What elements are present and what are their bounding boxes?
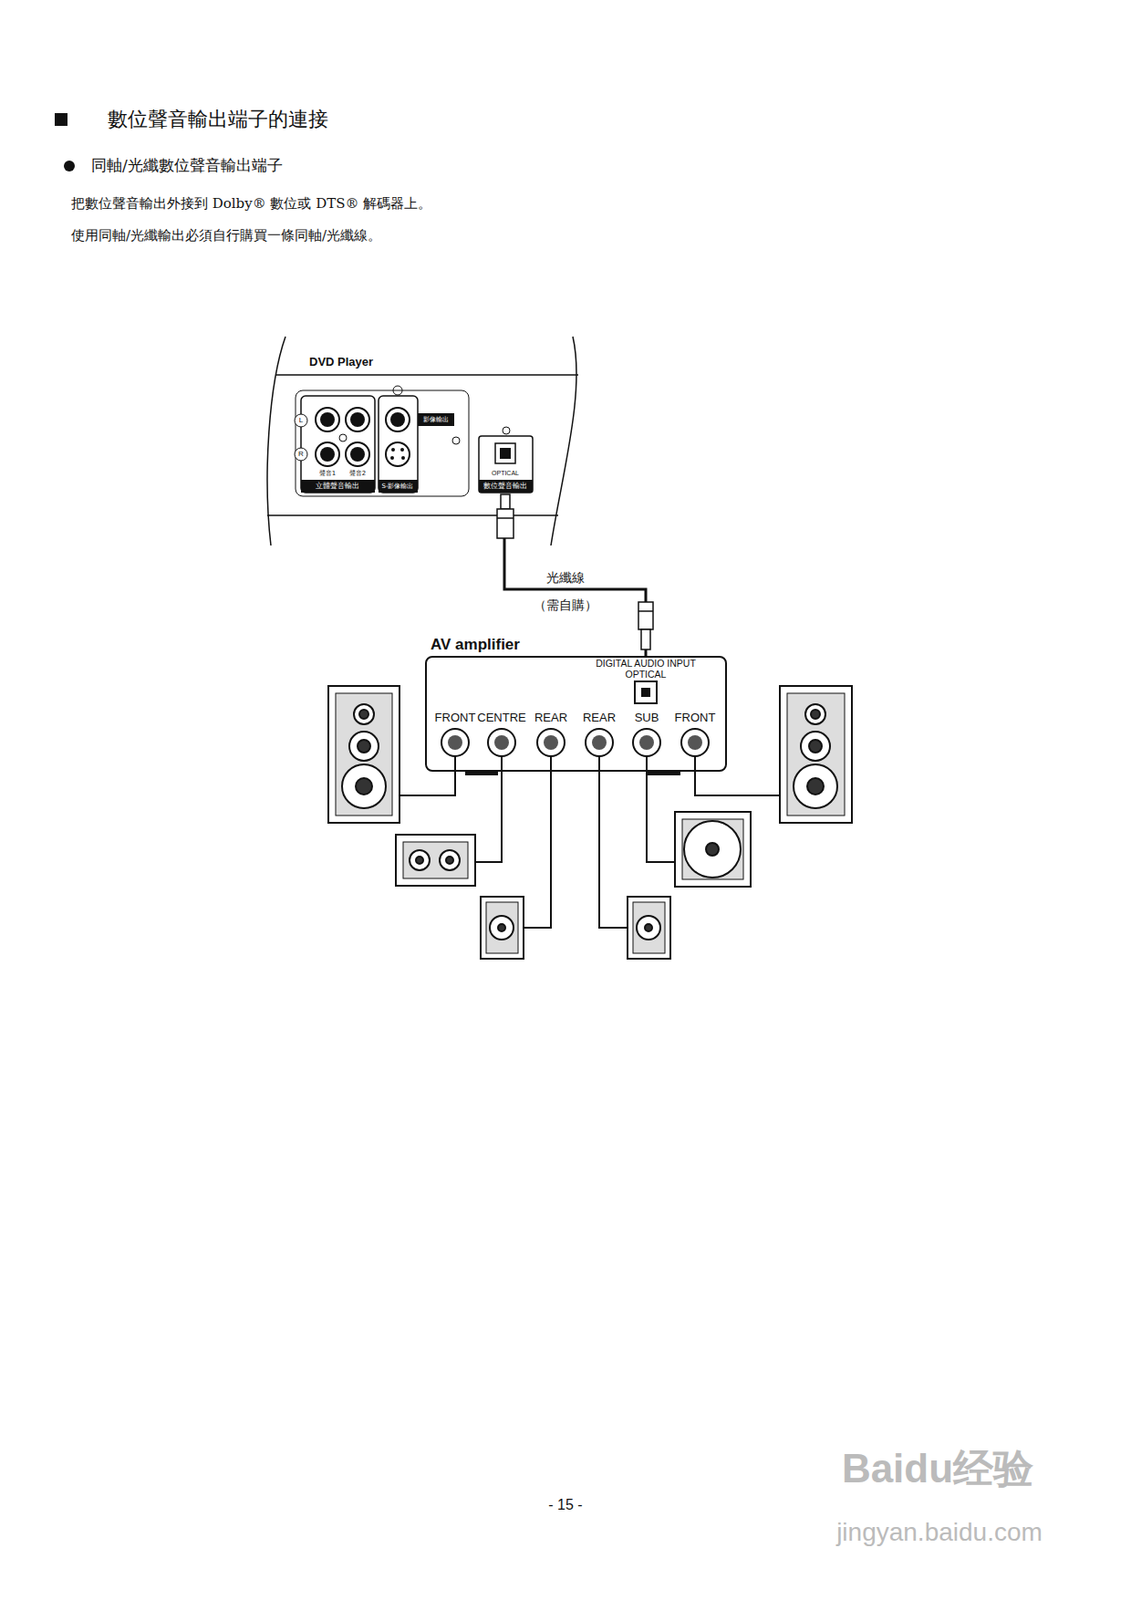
port-label: 影像輸出 [423, 415, 449, 424]
port-label: 聲音1 [319, 469, 336, 478]
device-name: AV amplifier [430, 635, 520, 654]
port-label: 立體聲音輸出 [315, 481, 360, 490]
cable-label: 光纖線 [543, 570, 588, 587]
port-label: FRONT [674, 711, 716, 726]
dvd-player-panel: DVD Player [265, 336, 582, 516]
watermark: jingyan.baidu.com [836, 1517, 1043, 1547]
port-label: CENTRE [477, 711, 526, 726]
port-label: REAR [534, 711, 568, 726]
port-label: 聲音2 [349, 469, 366, 478]
port-label: REAR [582, 711, 616, 726]
page-title: 數位聲音輸出端子的連接 [107, 105, 329, 134]
body-text: 把數位聲音輸出外接到 Dolby® 數位或 DTS® 解碼器上。 [71, 196, 432, 212]
body-text: - 15 - [548, 1496, 582, 1514]
port-label: L [299, 415, 303, 425]
port-label: OPTICAL [625, 668, 667, 680]
body-text: 同軸/光纖數位聲音輸出端子 [91, 156, 283, 176]
port-label: R [298, 449, 304, 458]
port-label: FRONT [435, 711, 477, 726]
optical-cable [504, 515, 646, 656]
port-label: SUB [634, 711, 660, 726]
port-label: DIGITAL AUDIO INPUT [595, 657, 696, 669]
port-label: 數位聲音輸出 [483, 481, 528, 490]
watermark: Baidu经验 [841, 1445, 1034, 1493]
port-label: OPTICAL [491, 469, 519, 478]
port-label: （需自購） [530, 597, 601, 613]
port-label: S-影像輸出 [382, 482, 415, 490]
body-text: 使用同軸/光纖輸出必須自行購買一條同軸/光纖線。 [71, 228, 382, 244]
device-name: DVD Player [309, 354, 374, 369]
